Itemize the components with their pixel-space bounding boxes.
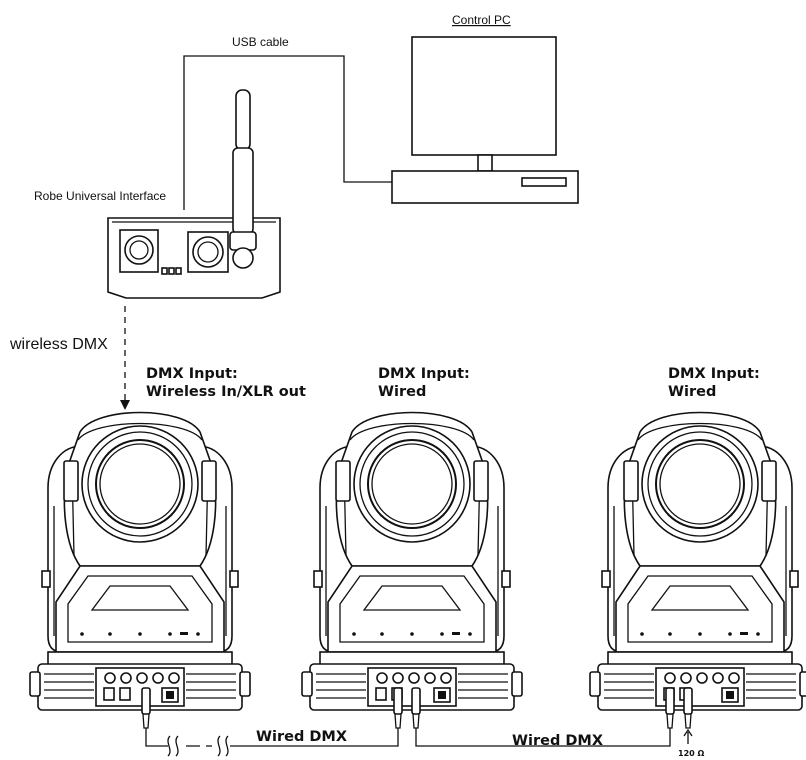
wired-dmx-label-1: Wired DMX — [256, 729, 347, 745]
wired-dmx-label-2: Wired DMX — [512, 733, 603, 749]
moving-head-fixture-1 — [29, 411, 251, 711]
fixture2-input-mode: Wired — [378, 384, 426, 400]
arrow-up-icon — [683, 728, 693, 744]
antenna-icon — [229, 89, 257, 269]
xlr-plug-fixture2-out — [411, 687, 421, 729]
wired-dmx-cable-1 — [145, 728, 399, 747]
wireless-dmx-label: wireless DMX — [9, 336, 108, 353]
interface-box — [107, 217, 281, 299]
control-pc-label: Control PC — [452, 13, 511, 27]
xlr-plug-fixture1-out — [141, 687, 151, 729]
desktop-case-icon — [391, 170, 579, 204]
cable-break-marks — [167, 735, 229, 757]
xlr-plug-fixture2-in — [393, 687, 403, 729]
interface-label: Robe Universal Interface — [34, 189, 166, 203]
usb-cable-label: USB cable — [232, 35, 289, 49]
xlr-terminator-plug — [683, 687, 693, 729]
moving-head-fixture-3 — [589, 411, 806, 711]
monitor-icon — [411, 36, 557, 172]
terminator-label: 120 Ω — [678, 749, 704, 758]
fixture1-input-label: DMX Input: — [146, 366, 238, 382]
fixture3-input-label: DMX Input: — [668, 366, 760, 382]
xlr-plug-fixture3-in — [665, 687, 675, 729]
wired-dmx-cable-2 — [415, 728, 671, 747]
wireless-arrow-head — [120, 400, 130, 410]
fixture2-input-label: DMX Input: — [378, 366, 470, 382]
fixture1-input-mode: Wireless In/XLR out — [146, 384, 306, 400]
fixture3-input-mode: Wired — [668, 384, 716, 400]
moving-head-fixture-2 — [301, 411, 523, 711]
usb-cable-line — [183, 55, 392, 210]
